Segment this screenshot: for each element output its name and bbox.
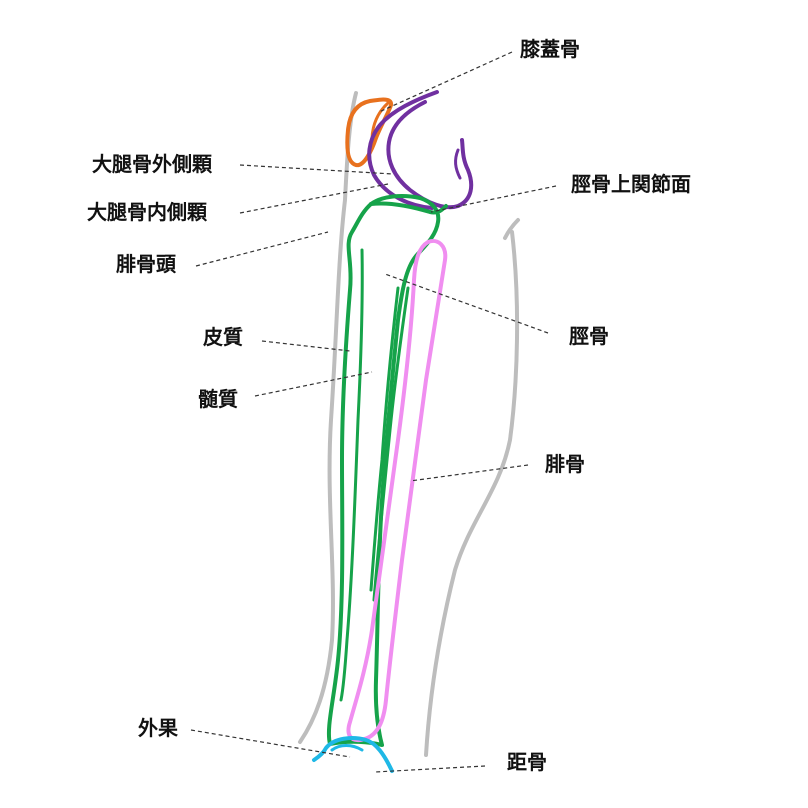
- leader-lateral-malleolus: [190, 729, 351, 758]
- leader-lateral-condyle: [239, 164, 394, 175]
- leader-cortex: [261, 340, 351, 352]
- label-medulla: 髄質: [198, 387, 238, 411]
- label-tibial-plateau: 脛骨上関節面: [571, 172, 691, 196]
- label-lateral-malleolus: 外果: [138, 716, 178, 740]
- leader-fibular-head: [195, 231, 329, 267]
- leg-outline-right: [424, 218, 520, 757]
- tibia-medulla-line-2: [369, 286, 400, 592]
- label-fibular-head: 腓骨頭: [116, 252, 176, 276]
- label-lateral-condyle: 大腿骨外側顆: [92, 152, 212, 176]
- label-cortex: 皮質: [203, 325, 243, 349]
- femur-condyle-tail: [454, 148, 462, 180]
- label-patella: 膝蓋骨: [520, 37, 580, 61]
- leader-tibia: [384, 273, 549, 334]
- leader-tibial-plateau: [430, 185, 557, 213]
- label-tibia: 脛骨: [569, 324, 609, 348]
- leader-patella: [378, 51, 513, 113]
- leg-outline-left: [298, 91, 358, 744]
- tibia-medulla-line: [372, 286, 410, 602]
- femur-lateral-condyle-shape: [367, 90, 439, 210]
- leader-fibula: [409, 464, 529, 482]
- leader-medulla: [254, 371, 373, 397]
- label-medial-condyle: 大腿骨内側顆: [87, 200, 207, 224]
- label-fibula: 腓骨: [545, 452, 585, 476]
- tibia-cortex-line: [339, 248, 364, 702]
- label-talus: 距骨: [507, 750, 547, 774]
- talus-inner: [330, 744, 364, 752]
- talus-shape: [312, 736, 394, 773]
- leader-talus: [374, 765, 486, 773]
- femur-medial-condyle-shape: [386, 100, 474, 210]
